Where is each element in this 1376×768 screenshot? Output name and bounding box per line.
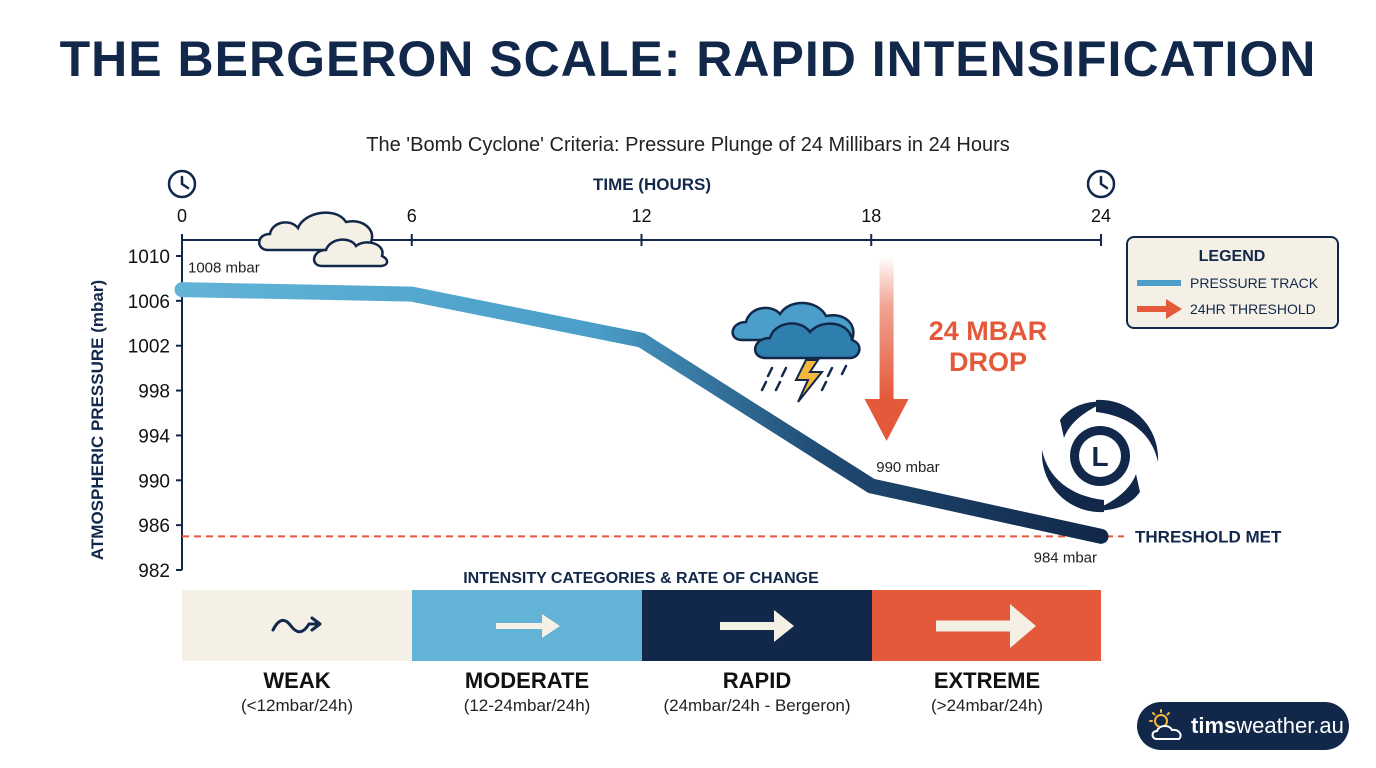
category-band <box>182 590 412 661</box>
x-tick-label: 12 <box>631 206 651 226</box>
threshold-label: THRESHOLD MET <box>1135 527 1282 546</box>
arrow-right-icon <box>496 614 560 638</box>
cyclone-icon: L <box>1041 399 1159 513</box>
x-tick-label: 6 <box>407 206 417 226</box>
point-label: 990 mbar <box>876 459 939 476</box>
y-tick-label: 1010 <box>128 247 170 268</box>
x-tick-label: 18 <box>861 206 881 226</box>
y-axis-label: ATMOSPHERIC PRESSURE (mbar) <box>88 280 107 560</box>
y-tick-label: 1006 <box>128 292 170 313</box>
category-rate: (>24mbar/24h) <box>931 696 1043 715</box>
legend: LEGEND PRESSURE TRACK 24HR THRESHOLD <box>1126 236 1339 329</box>
category-rate: (12-24mbar/24h) <box>464 696 591 715</box>
category-rate: (24mbar/24h - Bergeron) <box>663 696 850 715</box>
legend-label: 24HR THRESHOLD <box>1190 301 1316 317</box>
category-name: WEAK <box>263 668 330 693</box>
category-name: MODERATE <box>465 668 589 693</box>
categories-title: INTENSITY CATEGORIES & RATE OF CHANGE <box>463 570 819 587</box>
category-extreme: EXTREME (>24mbar/24h) <box>872 590 1101 715</box>
category-moderate: MODERATE (12-24mbar/24h) <box>412 590 642 715</box>
legend-box <box>1126 236 1339 329</box>
legend-title: LEGEND <box>1199 248 1266 265</box>
point-label: 1008 mbar <box>188 260 260 277</box>
category-name: RAPID <box>723 668 791 693</box>
clock-icon <box>1086 169 1116 199</box>
brand-logo[interactable]: timsweather.au <box>1137 702 1349 750</box>
drop-label-line1: 24 MBAR <box>929 316 1048 346</box>
y-tick-label: 994 <box>138 426 170 447</box>
cloud-icon <box>258 211 389 268</box>
x-tick-label: 0 <box>177 206 187 226</box>
wavy-arrow-icon <box>271 619 320 634</box>
legend-label: PRESSURE TRACK <box>1190 275 1319 291</box>
category-weak: WEAK (<12mbar/24h) <box>182 590 412 715</box>
y-tick-label: 998 <box>138 382 170 403</box>
low-pressure-symbol: L <box>1091 441 1108 472</box>
y-tick-label: 1002 <box>128 337 170 358</box>
chart-title: The 'Bomb Cyclone' Criteria: Pressure Pl… <box>366 134 1009 156</box>
x-axis-label: TIME (HOURS) <box>593 175 711 194</box>
y-tick-label: 990 <box>138 471 170 492</box>
category-rate: (<12mbar/24h) <box>241 696 353 715</box>
arrow-right-icon <box>936 604 1036 648</box>
pressure-track-line <box>174 282 1109 544</box>
y-tick-label: 982 <box>138 561 170 582</box>
drop-arrow <box>864 256 909 442</box>
arrow-right-icon <box>720 610 794 642</box>
category-rapid: RAPID (24mbar/24h - Bergeron) <box>642 590 872 715</box>
x-tick-label: 24 <box>1091 206 1111 226</box>
storm-cloud-icon <box>731 301 861 403</box>
y-axis: ATMOSPHERIC PRESSURE (mbar) 1010 1006 1002… <box>88 240 183 582</box>
drop-label-line2: DROP <box>949 347 1027 377</box>
y-tick-label: 986 <box>138 516 170 537</box>
clock-icon <box>167 169 197 199</box>
sun-cloud-icon <box>1149 709 1182 740</box>
point-label: 984 mbar <box>1034 549 1097 566</box>
legend-swatch-arrow <box>1137 299 1182 319</box>
category-name: EXTREME <box>934 668 1040 693</box>
brand-name: timsweather.au <box>1191 713 1344 738</box>
page-title: THE BERGERON SCALE: RAPID INTENSIFICATIO… <box>59 31 1317 87</box>
